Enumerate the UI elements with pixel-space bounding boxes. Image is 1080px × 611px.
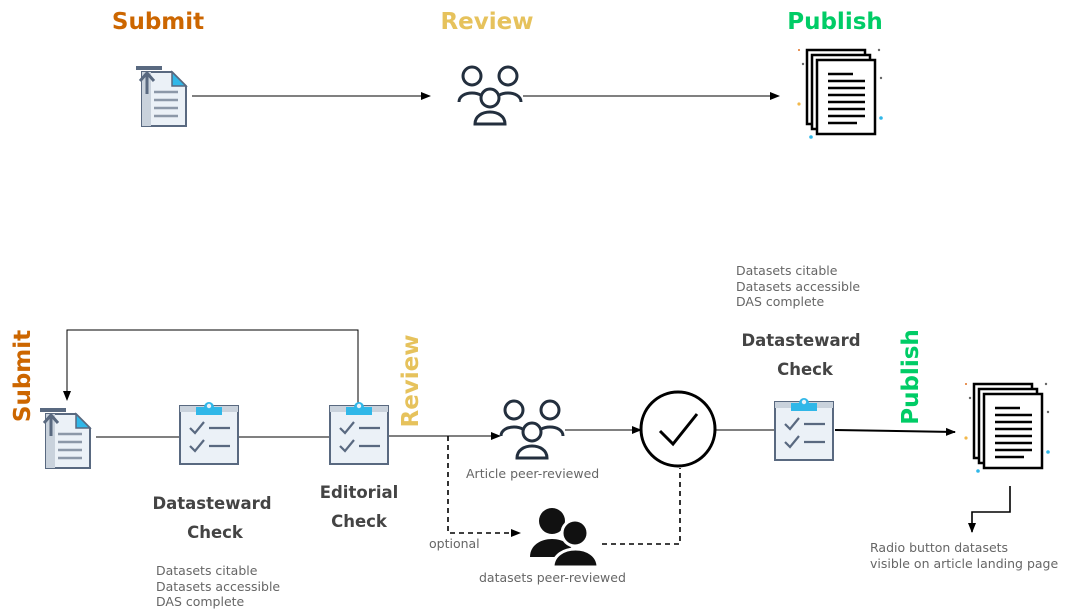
editorial-check-line2: Check bbox=[331, 512, 388, 531]
published-papers-icon bbox=[796, 47, 885, 141]
top-publish-label: Publish bbox=[787, 9, 883, 35]
criteria-top-das: DAS complete bbox=[736, 294, 825, 309]
criteria-top-accessible: Datasets accessible bbox=[736, 279, 860, 294]
clipboard-checklist-icon bbox=[328, 400, 390, 466]
loop-back-arrow bbox=[63, 329, 359, 405]
arrow-to-publish bbox=[834, 427, 956, 436]
criteria-bottom-das: DAS complete bbox=[156, 594, 245, 609]
criteria-bottom-accessible: Datasets accessible bbox=[156, 579, 280, 594]
criteria-top-citable: Datasets citable bbox=[736, 263, 838, 278]
bottom-review-label: Review bbox=[398, 334, 424, 427]
top-submit-label: Submit bbox=[112, 9, 204, 35]
document-upload-icon bbox=[38, 406, 92, 470]
dataset-reviewers-icon bbox=[528, 506, 600, 569]
document-upload-icon bbox=[134, 64, 188, 128]
optional-label: optional bbox=[429, 536, 480, 551]
arrow-to-landing-note bbox=[968, 486, 1011, 533]
reviewers-group-icon bbox=[457, 65, 523, 126]
dataset-review-dashed-line bbox=[602, 468, 681, 545]
clipboard-checklist-icon bbox=[178, 400, 240, 466]
landing-page-note-line1: Radio button datasets bbox=[870, 540, 1008, 555]
bottom-publish-label: Publish bbox=[898, 329, 924, 425]
datasteward-check-1-line1: Datasteward bbox=[152, 494, 271, 513]
optional-dashed-arrow bbox=[447, 436, 521, 537]
criteria-bottom-citable: Datasets citable bbox=[156, 563, 258, 578]
clipboard-checklist-icon bbox=[773, 396, 835, 462]
bottom-submit-label: Submit bbox=[10, 330, 36, 422]
datasteward-check-1-line2: Check bbox=[187, 523, 244, 542]
landing-page-note-line2: visible on article landing page bbox=[870, 556, 1058, 571]
checkmark-circle-icon bbox=[639, 390, 717, 468]
article-peer-reviewed-label: Article peer-reviewed bbox=[466, 466, 599, 481]
top-review-label: Review bbox=[440, 9, 533, 35]
published-papers-icon bbox=[963, 381, 1052, 475]
editorial-check-line1: Editorial bbox=[320, 483, 399, 502]
reviewers-group-icon bbox=[499, 399, 565, 460]
datasets-peer-reviewed-label: datasets peer-reviewed bbox=[479, 570, 626, 585]
datasteward-check-2-line2: Check bbox=[777, 360, 834, 379]
datasteward-check-2-line1: Datasteward bbox=[741, 331, 860, 350]
